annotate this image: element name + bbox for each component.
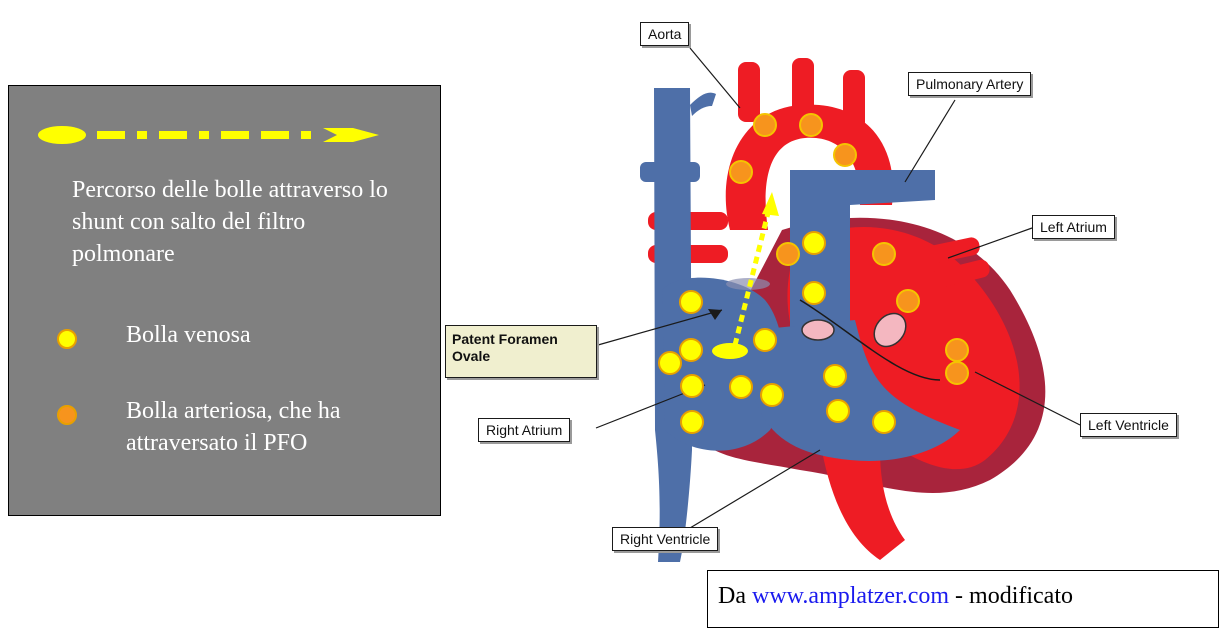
aortic-branch [792,58,814,118]
arterial-bubble [834,144,856,166]
svc-branch [690,93,716,116]
arterial-bubble [946,339,968,361]
arterial-bubble [800,114,822,136]
arterial-bubble [946,362,968,384]
venous-branch [640,162,700,182]
venous-bubble [681,375,703,397]
label-left-atrium: Left Atrium [1032,215,1115,239]
legend-panel: Percorso delle bolle attraverso lo shunt… [8,85,441,516]
venous-bubble [827,400,849,422]
label-left-ventricle: Left Ventricle [1080,413,1177,437]
source-suffix: - modificato [949,583,1073,609]
dash-dot-arrow-icon [37,120,382,150]
venous-bubble [803,282,825,304]
arterial-bubble [873,243,895,265]
venous-bubble [730,376,752,398]
arterial-bubble [897,290,919,312]
label-pulmonary-artery: Pulmonary Artery [908,72,1031,96]
legend-arterial-label: Bolla arteriosa, che ha attraversato il … [126,395,446,459]
label-aorta: Aorta [640,22,689,46]
label-right-atrium: Right Atrium [478,418,570,442]
venous-bubble [873,411,895,433]
source-credit: Da www.amplatzer.com - modificato [707,570,1219,628]
venous-bubble [803,232,825,254]
source-link[interactable]: www.amplatzer.com [752,583,949,609]
arterial-bubble [777,243,799,265]
venous-bubble [824,365,846,387]
venous-bubble [680,339,702,361]
arterial-bubble [730,161,752,183]
arterial-bubble [754,114,776,136]
legend-path-text: Percorso delle bolle attraverso lo shunt… [72,174,412,270]
shunt-start-bubble [712,343,748,359]
aortic-branch [738,62,760,122]
label-right-ventricle: Right Ventricle [612,527,718,551]
label-patent-foramen-ovale: Patent Foramen Ovale [445,325,597,378]
orange-circle-icon [57,405,77,425]
venous-bubble [680,291,702,313]
venous-bubble [761,384,783,406]
venous-bubble [659,352,681,374]
venous-bubble [681,411,703,433]
source-prefix: Da [718,583,752,609]
aortic-branch [843,70,865,130]
yellow-circle-icon [57,329,77,349]
tricuspid-valve [802,320,834,340]
legend-venous-label: Bolla venosa [126,319,251,351]
venous-bubble [754,329,776,351]
